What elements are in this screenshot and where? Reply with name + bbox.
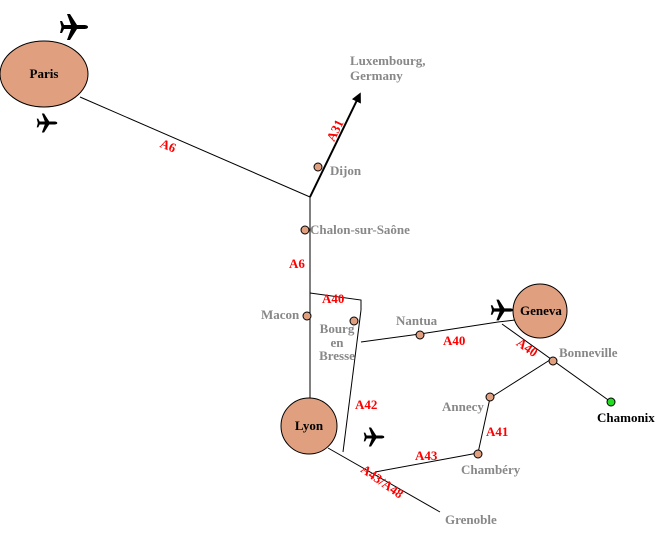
road-a6-paris-dijon — [79, 96, 311, 198]
label-chalon: Chalon-sur-Saône — [310, 222, 410, 237]
town-chalon-marker[interactable] — [300, 225, 310, 235]
road-label-a40-nantua: A40 — [443, 333, 465, 348]
road-a40-bourg-geneva — [360, 319, 516, 343]
road-a42 — [342, 309, 362, 453]
city-lyon-marker[interactable] — [280, 397, 338, 455]
road-label-a6-chalon: A6 — [289, 256, 305, 271]
town-dijon-marker[interactable] — [313, 162, 323, 172]
town-chambery-marker[interactable] — [473, 449, 483, 459]
road-label-a41: A41 — [486, 424, 508, 439]
label-bonneville: Bonneville — [559, 345, 618, 360]
label-annecy: Annecy — [442, 399, 484, 414]
airplane-icon — [60, 14, 88, 40]
label-chambery: Chambéry — [461, 462, 521, 477]
roads — [79, 92, 612, 513]
label-chamonix: Chamonix — [597, 410, 655, 425]
city-lyon[interactable]: Lyon — [280, 397, 338, 455]
road-bonneville-annecy — [489, 357, 554, 399]
label-germany: Germany — [350, 68, 403, 83]
road-label-a6-paris: A6 — [158, 136, 179, 156]
city-geneva-marker[interactable] — [512, 283, 568, 339]
city-geneva-label: Geneva — [520, 303, 562, 318]
road-label-a40-macon: A40 — [322, 291, 344, 306]
airplane-icon — [36, 113, 58, 133]
road-label-a42: A42 — [355, 397, 377, 412]
destination-chamonix-marker[interactable] — [606, 397, 616, 407]
label-bourg-3: Bresse — [319, 348, 355, 363]
road-a43-a48 — [327, 447, 441, 513]
city-geneva[interactable]: Geneva — [512, 283, 568, 339]
road-a43 — [374, 452, 479, 473]
city-lyon-label: Lyon — [295, 418, 324, 433]
town-macon-marker[interactable] — [302, 311, 312, 321]
label-bourg-2: en — [331, 335, 345, 350]
town-bonneville-marker[interactable] — [548, 356, 558, 366]
label-nantua: Nantua — [396, 313, 438, 328]
label-dijon: Dijon — [330, 163, 362, 178]
road-a40-macon-bourg — [309, 292, 362, 310]
airplane-icon — [490, 299, 514, 321]
town-nantua-marker[interactable] — [415, 330, 425, 340]
airplane-icon — [363, 427, 385, 447]
road-label-a40-geneva: A40 — [514, 335, 541, 360]
city-paris-marker[interactable] — [0, 40, 89, 108]
label-grenoble: Grenoble — [445, 512, 497, 527]
label-luxembourg: Luxembourg, — [350, 53, 425, 68]
road-label-a43: A43 — [415, 448, 438, 463]
road-a41 — [477, 397, 491, 454]
road-label-a31: A31 — [323, 117, 346, 144]
town-bourg-marker[interactable] — [349, 316, 359, 326]
city-paris-label: Paris — [30, 66, 59, 81]
road-a31-to-luxembourg — [309, 92, 361, 198]
city-paris[interactable]: Paris — [0, 40, 89, 108]
label-bourg-1: Bourg — [320, 321, 355, 336]
town-annecy-marker[interactable] — [485, 392, 495, 402]
label-macon: Macon — [261, 307, 300, 322]
